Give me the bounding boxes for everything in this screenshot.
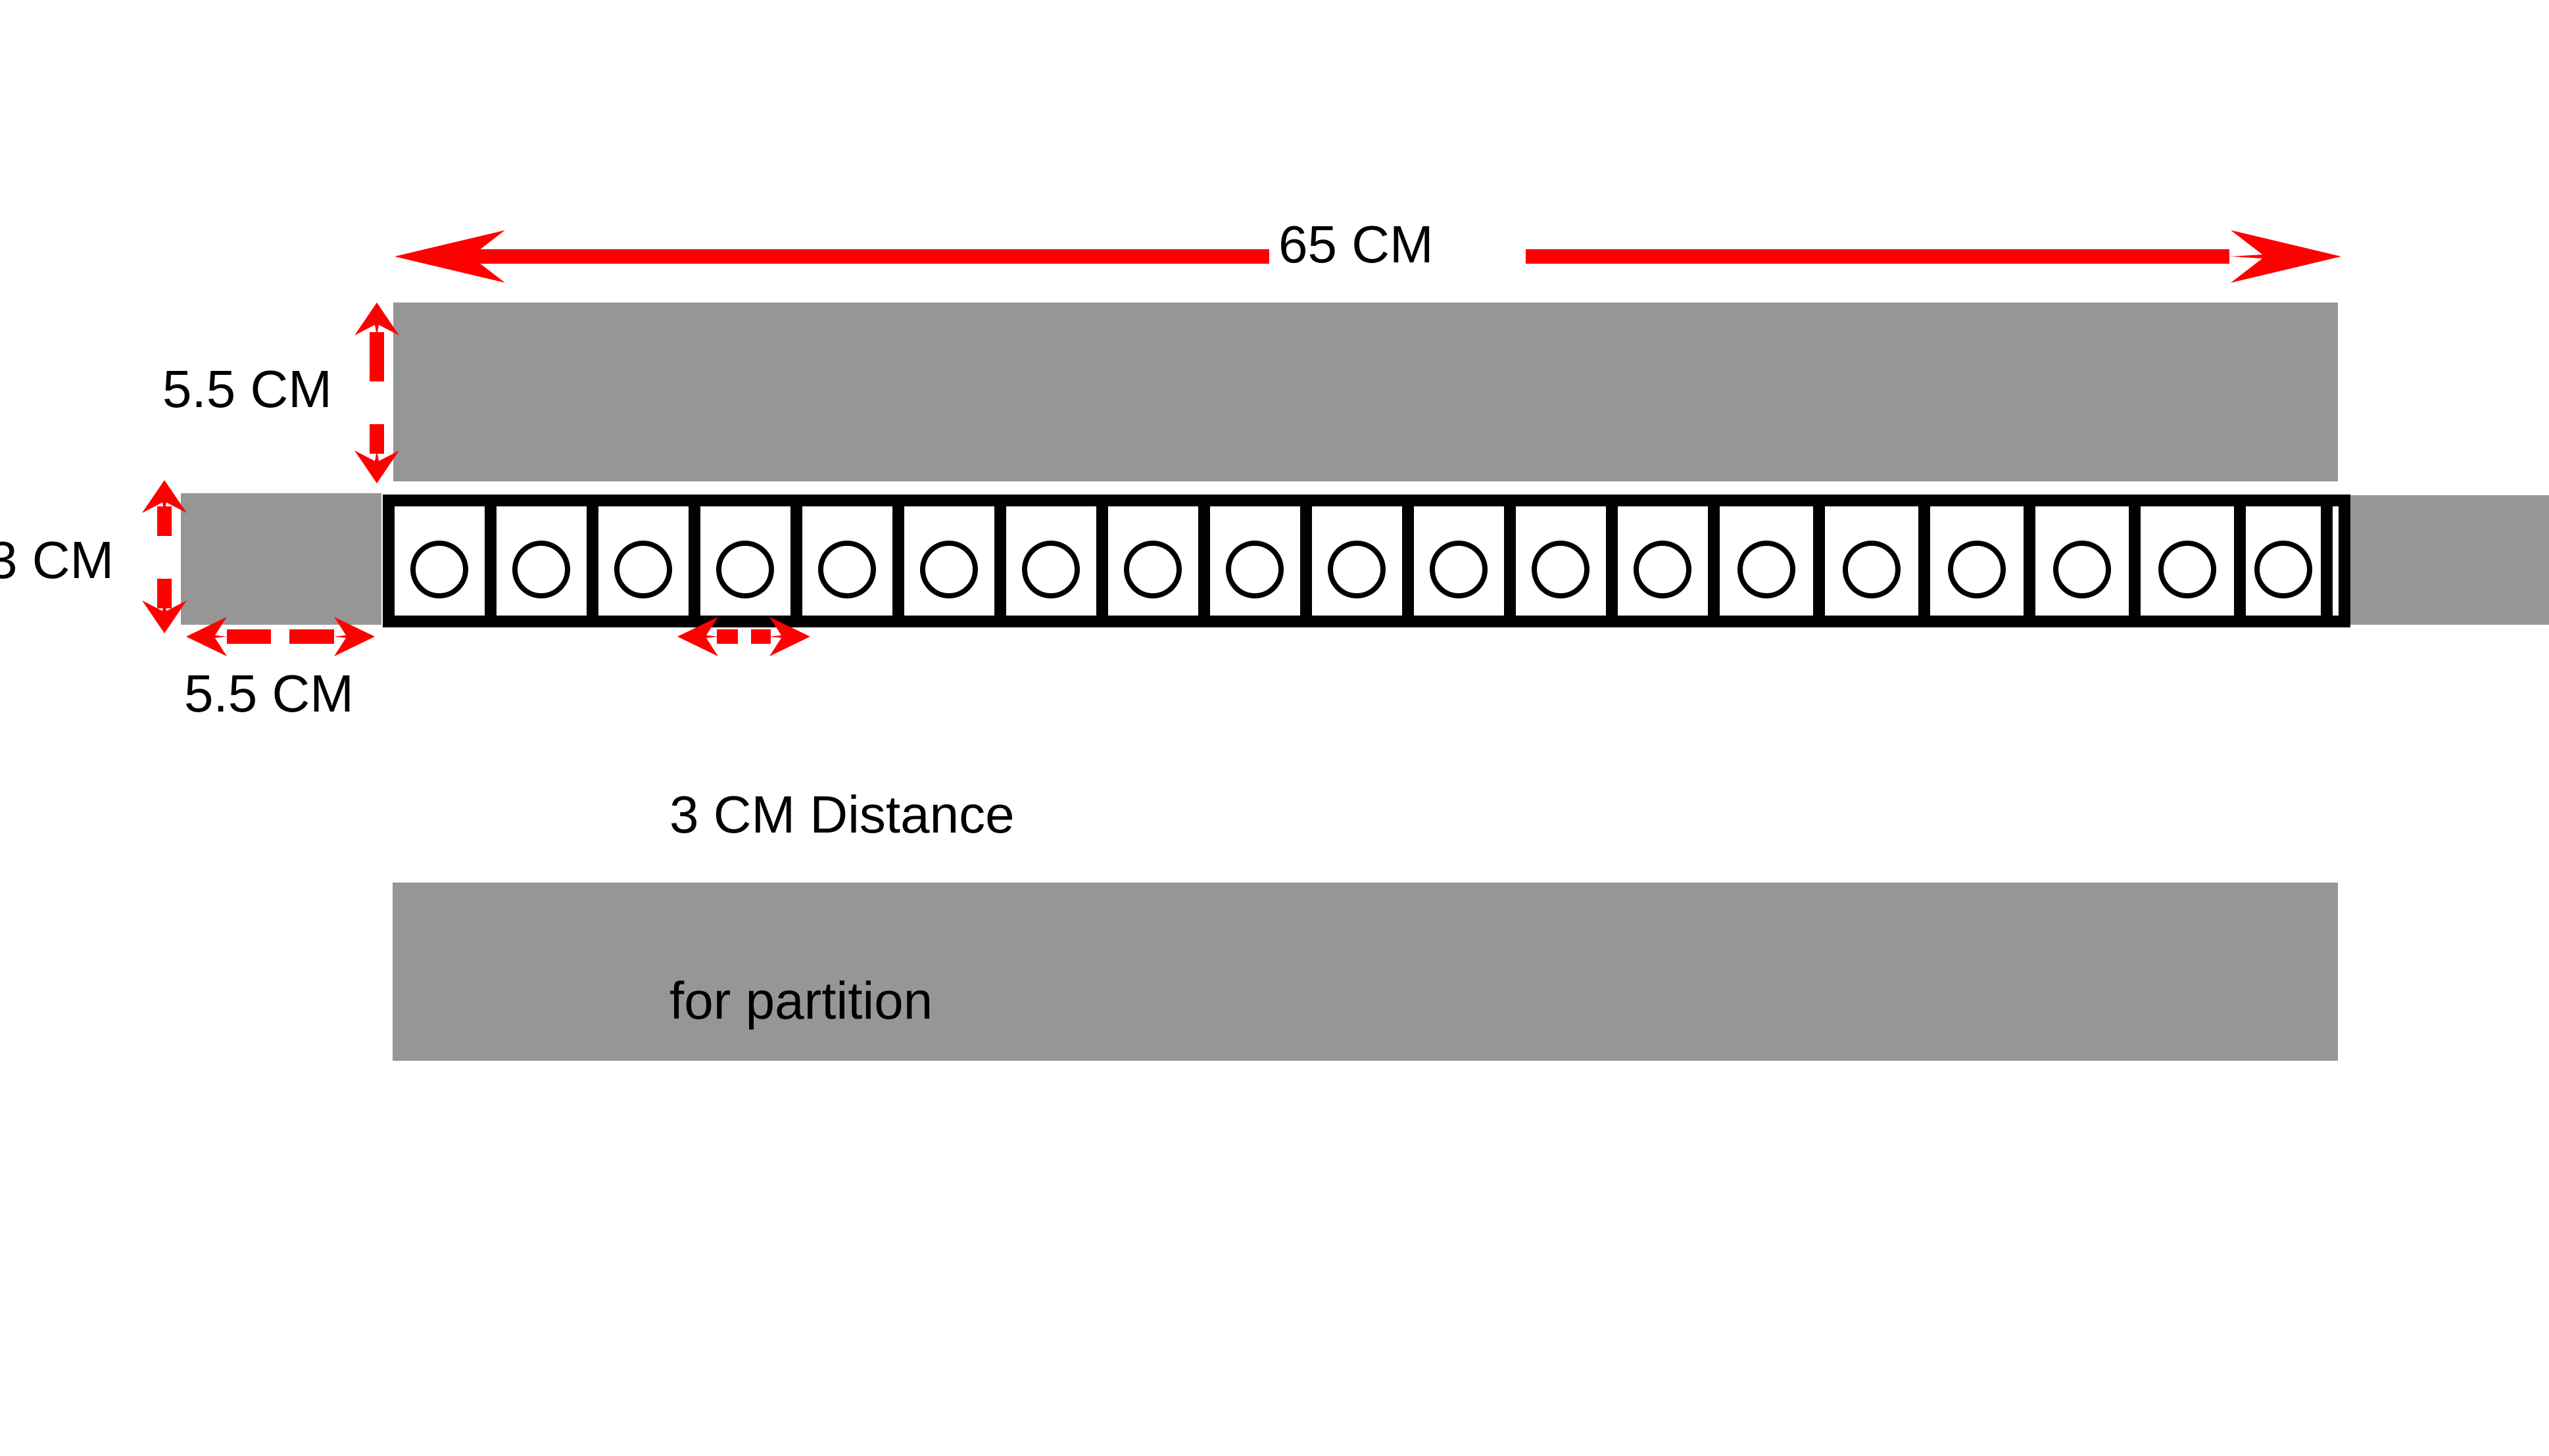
partition-cell bbox=[1918, 495, 2035, 627]
partition-cell bbox=[1198, 495, 1312, 627]
partition-hole bbox=[2158, 541, 2216, 598]
partition-hole bbox=[512, 541, 570, 598]
partition-strip bbox=[383, 495, 2350, 627]
partition-hole bbox=[920, 541, 978, 598]
dimension-65cm bbox=[395, 230, 2341, 283]
partition-hole bbox=[2254, 541, 2312, 598]
dimension-3cm-partition bbox=[677, 617, 810, 656]
partition-cell bbox=[2129, 495, 2246, 627]
partition-hole bbox=[716, 541, 774, 598]
top-rail-block bbox=[393, 303, 2338, 481]
partition-hole bbox=[1328, 541, 1386, 598]
partition-hole bbox=[1430, 541, 1488, 598]
partition-hole bbox=[614, 541, 672, 598]
partition-cell bbox=[1504, 495, 1618, 627]
partition-hole bbox=[1226, 541, 1284, 598]
dimension-label-strip-height: 3 CM bbox=[0, 531, 114, 589]
partition-cell bbox=[1708, 495, 1825, 627]
partition-cell bbox=[485, 495, 598, 627]
partition-cell bbox=[689, 495, 802, 627]
partition-cell bbox=[1096, 495, 1210, 627]
dimension-label-top-rail-height: 5.5 CM bbox=[162, 360, 332, 418]
partition-cell bbox=[1606, 495, 1720, 627]
partition-cell bbox=[2234, 495, 2333, 627]
partition-hole bbox=[818, 541, 876, 598]
partition-cell bbox=[892, 495, 1006, 627]
partition-cell bbox=[2024, 495, 2141, 627]
partition-cell bbox=[790, 495, 904, 627]
partition-cell bbox=[1402, 495, 1516, 627]
dimension-3cm-vertical bbox=[142, 480, 187, 633]
partition-cell bbox=[1813, 495, 1930, 627]
partition-end-cap-cell bbox=[2321, 495, 2350, 627]
partition-hole bbox=[1843, 541, 1901, 598]
dimension-label-partition-pitch: 3 CM Distance for partition bbox=[669, 660, 1015, 1156]
partition-hole bbox=[1532, 541, 1590, 598]
dimension-55cm-vertical bbox=[354, 303, 399, 483]
partition-hole bbox=[2053, 541, 2111, 598]
partition-cells bbox=[383, 495, 2333, 627]
partition-cell bbox=[994, 495, 1108, 627]
partition-cell bbox=[383, 495, 497, 627]
partition-hole bbox=[410, 541, 468, 598]
partition-cell bbox=[587, 495, 700, 627]
partition-pitch-line-1: 3 CM Distance bbox=[669, 785, 1015, 844]
left-end-block bbox=[181, 493, 381, 625]
partition-hole bbox=[1948, 541, 2006, 598]
right-end-block bbox=[2348, 495, 2549, 625]
dimension-label-end-block-width: 5.5 CM bbox=[184, 664, 354, 723]
partition-hole bbox=[1634, 541, 1691, 598]
dimension-label-overall-length: 65 CM bbox=[1278, 215, 1434, 274]
dimension-55cm-horizontal bbox=[186, 617, 375, 656]
partition-hole bbox=[1737, 541, 1795, 598]
partition-hole bbox=[1022, 541, 1080, 598]
partition-cell bbox=[1300, 495, 1414, 627]
partition-pitch-line-2: for partition bbox=[669, 971, 933, 1030]
partition-hole bbox=[1124, 541, 1182, 598]
bottom-rail-block bbox=[393, 883, 2338, 1061]
